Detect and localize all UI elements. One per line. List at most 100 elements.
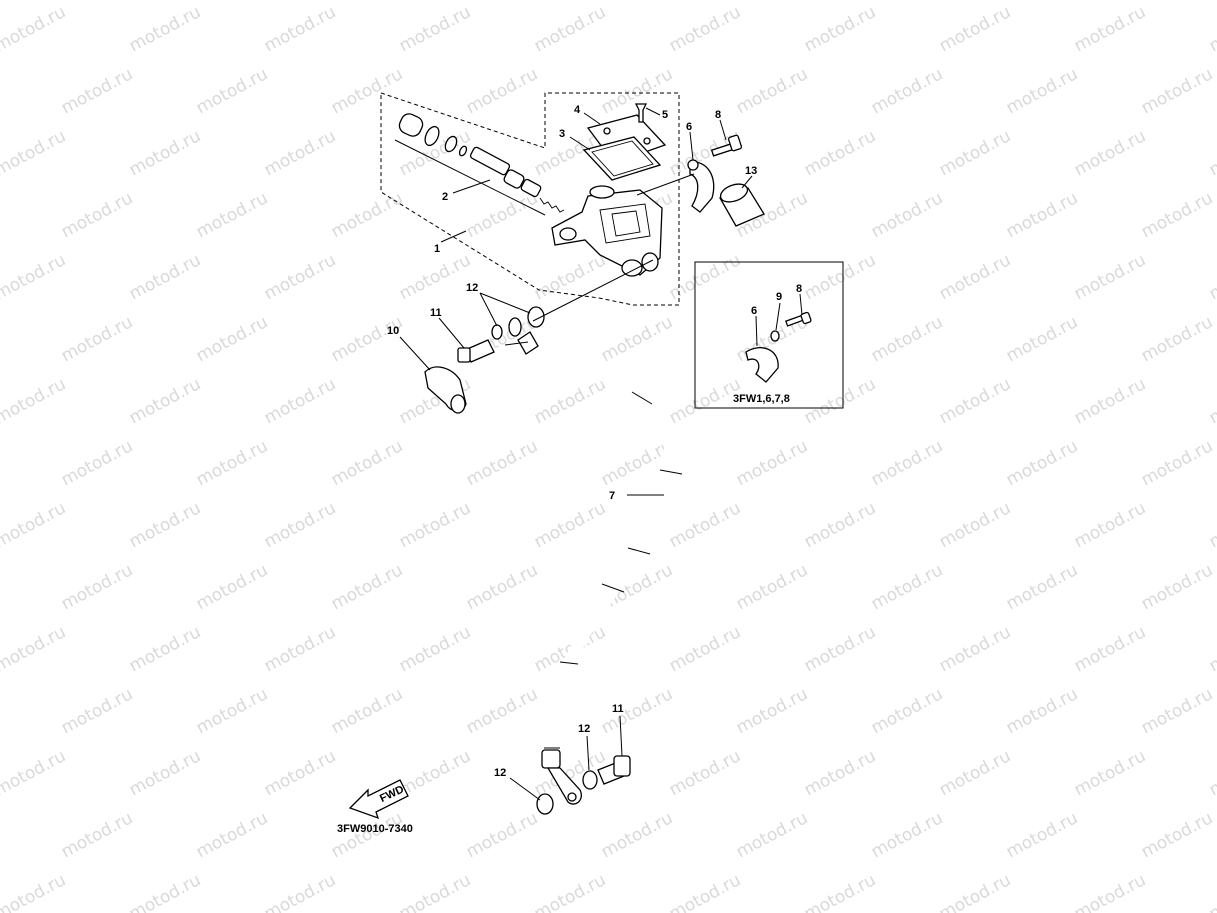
watermark-text: motod.ru (936, 746, 1014, 800)
callout-1: 1 (434, 243, 440, 255)
inset-callout-9: 9 (776, 291, 782, 303)
watermark-text: motod.ru (58, 188, 136, 242)
watermark-text: motod.ru (58, 684, 136, 738)
inset-caption: 3FW1,6,7,8 (733, 393, 790, 405)
watermark-text: motod.ru (463, 188, 541, 242)
watermark-text: motod.ru (1003, 808, 1081, 862)
watermark-text: motod.ru (58, 312, 136, 366)
watermark-text: motod.ru (126, 374, 204, 428)
master-cylinder (551, 185, 663, 277)
callout-5: 5 (662, 109, 668, 121)
reservoir-cap (582, 103, 667, 181)
watermark-text: motod.ru (261, 746, 339, 800)
watermark-text: motod.ru (0, 560, 1, 614)
watermark-text: motod.ru (0, 126, 69, 180)
watermark-text: motod.ru (0, 64, 1, 118)
watermark-text: motod.ru (936, 2, 1014, 56)
watermark-text: motod.ru (0, 808, 1, 862)
watermark-text: motod.ru (0, 622, 69, 676)
watermark-text: motod.ru (193, 312, 271, 366)
watermark-text: motod.ru (531, 498, 609, 552)
watermark-text: motod.ru (531, 2, 609, 56)
watermark-text: motod.ru (1138, 808, 1216, 862)
handlebar-clamp (636, 134, 765, 227)
callout-11-top: 11 (430, 307, 442, 319)
watermark-text: motod.ru (1138, 560, 1216, 614)
watermark-text: motod.ru (261, 374, 339, 428)
watermark-text: motod.ru (666, 498, 744, 552)
watermark-text: motod.ru (1206, 870, 1217, 913)
watermark-text: motod.ru (1003, 560, 1081, 614)
watermark-text: motod.ru (1003, 436, 1081, 490)
callout-12-top: 12 (466, 282, 478, 294)
watermark-text: motod.ru (1206, 498, 1217, 552)
watermark-text: motod.ru (328, 684, 406, 738)
watermark-text: motod.ru (733, 560, 811, 614)
callout-10: 10 (387, 325, 399, 337)
callout-4: 4 (574, 104, 581, 116)
watermark-text: motod.ru (126, 622, 204, 676)
watermark-text: motod.ru (733, 436, 811, 490)
watermark-text: motod.ru (598, 808, 676, 862)
watermark-text: motod.ru (1206, 746, 1217, 800)
watermark-text: motod.ru (1138, 188, 1216, 242)
watermark-text: motod.ru (1003, 64, 1081, 118)
watermark-text: motod.ru (328, 64, 406, 118)
watermark-text: motod.ru (261, 126, 339, 180)
watermark-text: motod.ru (126, 126, 204, 180)
leader-lines (399, 107, 803, 801)
watermark-text: motod.ru (868, 64, 946, 118)
assembly-outline (380, 92, 680, 306)
watermark-text: motod.ru (1003, 684, 1081, 738)
watermark-text: motod.ru (666, 250, 744, 304)
watermark-text: motod.ru (598, 684, 676, 738)
banjo-fittings-top (424, 259, 654, 414)
watermark-text: motod.ru (1071, 746, 1149, 800)
watermark-text: motod.ru (801, 374, 879, 428)
callout-7: 7 (609, 490, 615, 502)
watermark-text: motod.ru (1206, 126, 1217, 180)
watermark-text: motod.ru (396, 498, 474, 552)
watermark-text: motod.ru (328, 436, 406, 490)
watermark-text: motod.ru (0, 374, 69, 428)
watermark-text: motod.ru (0, 250, 69, 304)
watermark-text: motod.ru (126, 746, 204, 800)
watermark-text: motod.ru (0, 312, 1, 366)
watermark-text: motod.ru (598, 312, 676, 366)
watermark-text: motod.ru (328, 188, 406, 242)
callout-13: 13 (745, 165, 757, 177)
inset-callout-8: 8 (796, 283, 802, 295)
watermark-text: motod.ru (193, 64, 271, 118)
watermark-text: motod.ru (193, 684, 271, 738)
watermark-text: motod.ru (1071, 250, 1149, 304)
watermark-text: motod.ru (58, 64, 136, 118)
watermark-text: motod.ru (126, 250, 204, 304)
watermark-text: motod.ru (801, 2, 879, 56)
watermark-text: motod.ru (1206, 374, 1217, 428)
watermark-text: motod.ru (193, 436, 271, 490)
watermark-text: motod.ru (1138, 436, 1216, 490)
callout-3: 3 (559, 128, 565, 140)
watermark-text: motod.ru (261, 622, 339, 676)
watermark-text: motod.ru (666, 870, 744, 913)
watermark-text: motod.ru (733, 808, 811, 862)
watermark-text: motod.ru (126, 870, 204, 913)
watermark-text: motod.ru (666, 2, 744, 56)
watermark-text: motod.ru (463, 684, 541, 738)
watermark-text: motod.ru (463, 64, 541, 118)
inset-box (694, 261, 844, 409)
watermark-text: motod.ru (193, 188, 271, 242)
watermark-text: motod.ru (463, 808, 541, 862)
watermark-text: motod.ru (1206, 2, 1217, 56)
fwd-arrow: FWD (348, 779, 409, 820)
watermark-text: motod.ru (1071, 126, 1149, 180)
watermark-text: motod.ru (463, 436, 541, 490)
watermark-text: motod.ru (868, 436, 946, 490)
watermark-text: motod.ru (1003, 188, 1081, 242)
watermark-text: motod.ru (396, 746, 474, 800)
brake-hose (504, 331, 683, 805)
watermark-text: motod.ru (1071, 622, 1149, 676)
watermark-text: motod.ru (0, 2, 69, 56)
watermark-text: motod.ru (463, 560, 541, 614)
watermark-text: motod.ru (868, 684, 946, 738)
